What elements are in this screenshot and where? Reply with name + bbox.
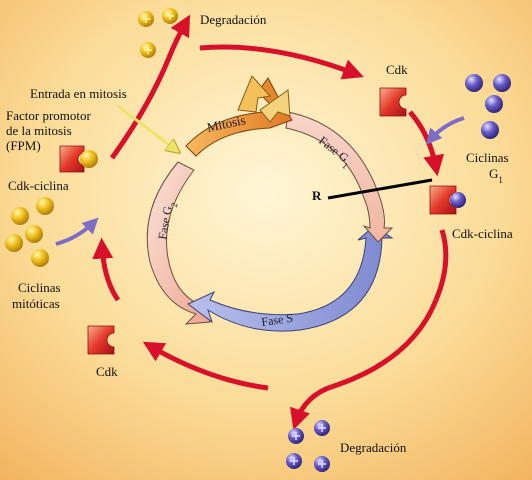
phase-label-g2: Fase G2: [155, 200, 179, 241]
phase-label-g1-sub: 1: [340, 160, 350, 171]
restriction-point-label: R: [312, 188, 322, 203]
g1-cyclins-label-line1: Ciclinas: [466, 150, 509, 165]
mpf-cyclin: [80, 150, 98, 168]
mitosis-entry-label: Entrada en mitosis: [30, 86, 127, 101]
purple-cyclin-2: [493, 74, 511, 92]
g1-cyclins: [465, 74, 511, 139]
mitosis-arrowhead-a: [237, 75, 271, 113]
gold-fragment-cracks: [142, 12, 174, 54]
purple-cyclin-1: [465, 74, 483, 92]
red-arrow-left: [92, 237, 121, 302]
cdk-top-shape: [379, 87, 407, 117]
cdk-right-cyclin: [450, 192, 466, 208]
cdk-left-shape: [87, 325, 115, 355]
degradation-top-label: Degradación: [200, 12, 267, 27]
red-arrow-right-lower: [433, 229, 449, 301]
purple-fragment-cracks: [290, 424, 326, 468]
mpf-label-line1: Factor promotor: [6, 108, 92, 123]
mitosis-entry-arrow: [117, 104, 176, 150]
purple-cyclin-3: [485, 95, 503, 113]
mitotic-cyclins-label-line2: mitóticas: [12, 296, 60, 311]
phase-band-g1: [285, 111, 394, 243]
phase-ring: [146, 75, 394, 332]
mitotic-cyclins-label-line1: Ciclinas: [18, 280, 61, 295]
red-arrow-bottom-left: [142, 341, 269, 391]
restriction-point-line: [327, 178, 433, 200]
mpf-label-line3: (FPM): [6, 138, 41, 153]
cdk-cyclin-right: [429, 185, 466, 215]
purple-cyclin-4: [481, 121, 499, 139]
phase-band-s: [187, 225, 394, 332]
gold-cyclin-4: [5, 234, 23, 252]
phase-label-g2-sub: 2: [169, 202, 180, 208]
g1-cyclins-label-line2: G1: [489, 166, 503, 185]
phase-band-g2: [146, 161, 211, 325]
phase-label-s: Fase S: [260, 311, 293, 329]
mpf-label-line2: de la mitosis: [6, 123, 72, 138]
phase-band-mitosis: [185, 77, 293, 157]
gold-cyclin-3: [25, 225, 43, 243]
red-arrow-degradation-bottom: [290, 299, 439, 430]
g1-cyclins-label-g: G: [489, 166, 498, 181]
cdk-top: [379, 87, 407, 117]
g1-cyclin-binding-arrow: [425, 116, 465, 145]
cdk-top-label: Cdk: [386, 62, 408, 77]
mitotic-cyclin-binding-arrow: [55, 217, 99, 246]
degraded-g1-cyclins: [286, 420, 330, 472]
cdk-cyclin-right-label: Cdk-ciclina: [452, 226, 513, 241]
red-arrow-top: [199, 44, 364, 80]
gold-cyclin-5: [31, 249, 49, 267]
gold-cyclin-1: [11, 207, 29, 225]
red-arrow-degradation-top: [109, 14, 191, 160]
cdk-cyclin-left-label: Cdk-ciclina: [8, 178, 69, 193]
cdk-left: [87, 325, 115, 355]
degradation-bottom-label: Degradación: [340, 440, 407, 455]
cdk-left-label: Cdk: [96, 364, 118, 379]
g1-cyclins-label-sub: 1: [498, 175, 503, 185]
degraded-mitotic-cyclins: [138, 8, 178, 58]
mitosis-arrowhead-b: [259, 89, 291, 123]
phase-label-g2-text: Fase G: [155, 205, 175, 241]
mitotic-cyclins: [5, 197, 54, 267]
mpf-complex: [59, 145, 98, 173]
gold-cyclin-2: [36, 197, 54, 215]
